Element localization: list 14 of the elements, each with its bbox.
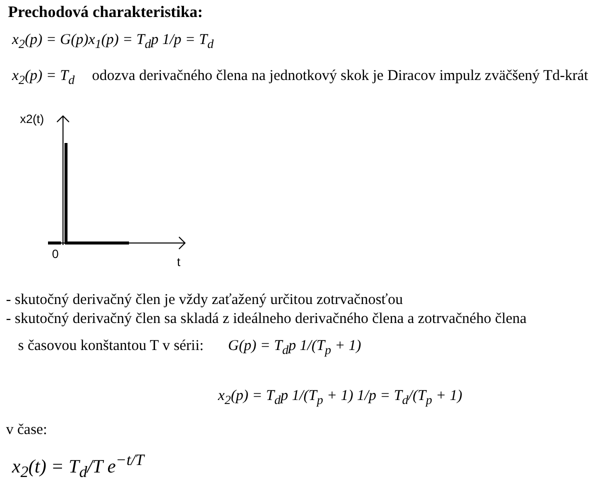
formula: x$_{2}$(p) = G(p)x$_{1}$(p) = T$_{d}$p 1/p = T$_{d}$ bbox=[12, 32, 214, 52]
text-line: - skutočný derivačný člen je vždy zaťažený určitou zotrvačnosťou bbox=[6, 292, 403, 309]
text-line: odozva derivačného člena na jednotkový skok je Diracov impulz zväčšený Td-krát bbox=[92, 68, 588, 85]
axis-label: x2(t) bbox=[20, 112, 44, 126]
text-line: v čase: bbox=[6, 422, 48, 439]
formula: G(p) = T$_{d}$p 1/(T$_{p}$ + 1) bbox=[228, 338, 362, 358]
formula: x$_{2}$(p) = T$_{d}$ bbox=[12, 68, 75, 88]
origin-label: 0 bbox=[52, 247, 59, 261]
text-line: s časovou konštantou T v sérii: bbox=[18, 338, 204, 355]
heading: Prechodová charakteristika: bbox=[8, 4, 203, 22]
formula: x$_{2}$(t) = T$_{d}$/T e$^{−t/T}$ bbox=[12, 452, 144, 482]
axis-label: t bbox=[177, 255, 180, 269]
text-line: - skutočný derivačný člen sa skladá z ideálneho derivačného člena a zotrvačného člena bbox=[6, 311, 527, 328]
formula: x$_{2}$(p) = T$_{d}$p 1/(T$_{p}$ + 1) 1/p = T$_{d}$/(T$_{p}$ + 1) bbox=[218, 388, 462, 408]
